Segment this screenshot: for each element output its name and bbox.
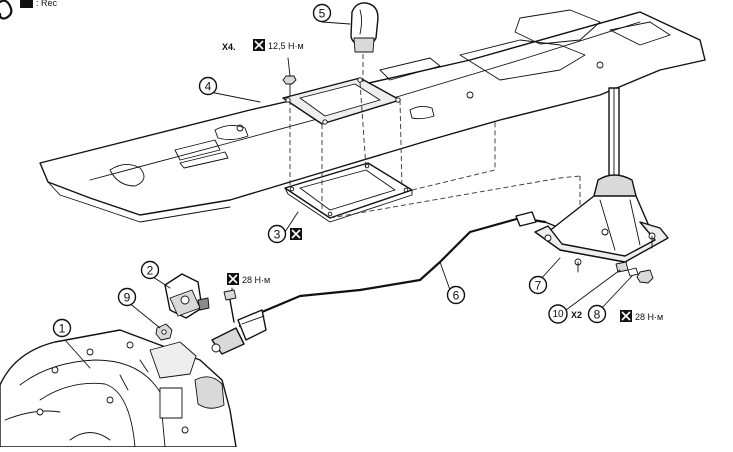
svg-text:1: 1 [59, 322, 66, 336]
sensor [164, 273, 210, 319]
svg-text:2: 2 [147, 264, 154, 278]
svg-text:7: 7 [535, 279, 542, 293]
nut-8 [636, 269, 654, 284]
washer-10 [615, 261, 639, 277]
corner-logo: : Rec [0, 0, 58, 20]
transmission [0, 329, 237, 448]
callout-10: 10 X2 [548, 304, 582, 324]
spec-qty-4: X4. [222, 42, 236, 52]
spec-icon-3 [290, 228, 302, 240]
spec-torque-cable: 28 Н·м [227, 273, 270, 285]
callout-4: 4 [198, 76, 218, 96]
corner-text: : Rec [36, 0, 58, 8]
cable-bolt [223, 289, 237, 323]
spec-value-4: 12,5 Н·м [268, 41, 304, 51]
shift-cable [211, 211, 556, 355]
svg-text:6: 6 [453, 289, 460, 303]
callout-9: 9 [117, 287, 137, 307]
callout-5: 5 [312, 3, 332, 23]
leader-lines [64, 21, 633, 369]
qty-10: X2 [571, 310, 582, 320]
callout-1: 1 [52, 318, 72, 338]
shifter-housing [534, 87, 669, 273]
svg-text:4: 4 [205, 80, 212, 94]
spec-torque-4: X4. 12,5 Н·м [222, 39, 304, 52]
spec-value-cable: 28 Н·м [242, 275, 270, 285]
svg-text:3: 3 [274, 228, 281, 242]
svg-text:5: 5 [319, 7, 326, 21]
spec-torque-8: 28 Н·м [620, 310, 663, 322]
gear-knob [350, 2, 379, 82]
bolt-4 [282, 75, 297, 97]
callout-6: 6 [446, 285, 466, 305]
spec-value-8: 28 Н·м [635, 312, 663, 322]
svg-text:9: 9 [124, 291, 131, 305]
callout-7: 7 [528, 275, 548, 295]
callout-2: 2 [140, 260, 160, 280]
svg-text:8: 8 [594, 308, 601, 322]
svg-text:10: 10 [552, 309, 564, 320]
callout-8: 8 [587, 304, 607, 324]
callout-3: 3 [267, 224, 287, 244]
floor-panel [39, 9, 706, 223]
